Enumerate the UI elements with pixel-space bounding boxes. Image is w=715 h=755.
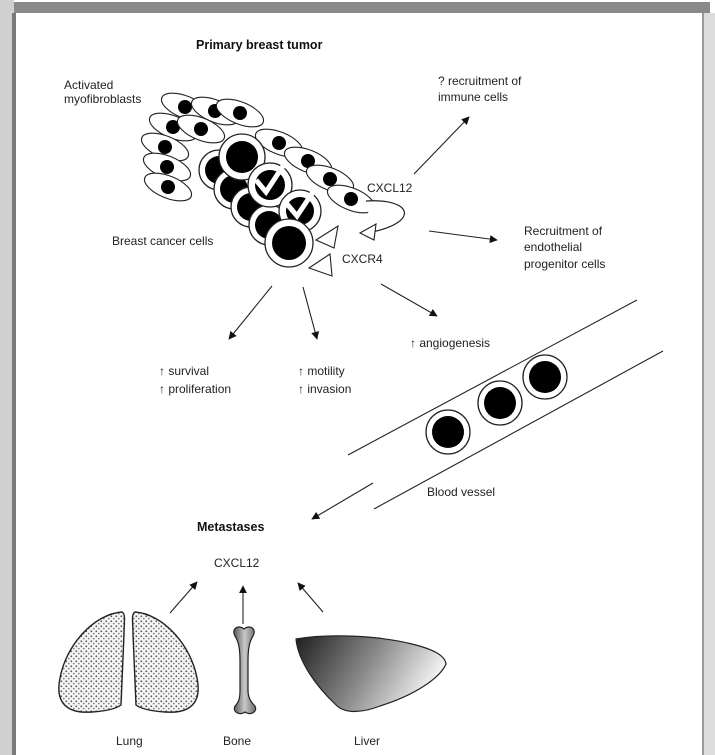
immune-label-line1: ? recruitment of (438, 74, 522, 88)
liver-label: Liver (354, 734, 380, 748)
vessel-cell (426, 410, 470, 454)
endothelial-label-line2: endothelial (524, 240, 582, 254)
myofibroblasts-label-line2: myofibroblasts (64, 92, 141, 106)
cxcl12-label: CXCL12 (367, 181, 413, 195)
breast-cancer-cells-label: Breast cancer cells (112, 234, 213, 248)
metastases-label: Metastases (197, 520, 264, 534)
endothelial-label-line1: Recruitment of (524, 224, 603, 238)
myofibroblasts-label-line1: Activated (64, 78, 113, 92)
survival-label: ↑ survival (159, 364, 209, 378)
motility-label: ↑ motility (298, 364, 345, 378)
bone-label: Bone (223, 734, 251, 748)
diagram-title: Primary breast tumor (196, 38, 323, 52)
proliferation-label: ↑ proliferation (159, 382, 231, 396)
lung-label: Lung (116, 734, 143, 748)
vessel-cell (478, 381, 522, 425)
cancer-cell (265, 219, 313, 267)
invasion-label: ↑ invasion (298, 382, 351, 396)
cxcr4-label: CXCR4 (342, 252, 383, 266)
vessel-cell (523, 355, 567, 399)
endothelial-label-line3: progenitor cells (524, 257, 605, 271)
immune-label-line2: immune cells (438, 90, 508, 104)
angiogenesis-label: ↑ angiogenesis (410, 336, 490, 350)
cxcl12-metastases-label: CXCL12 (214, 556, 260, 570)
blood-vessel-label: Blood vessel (427, 485, 495, 499)
